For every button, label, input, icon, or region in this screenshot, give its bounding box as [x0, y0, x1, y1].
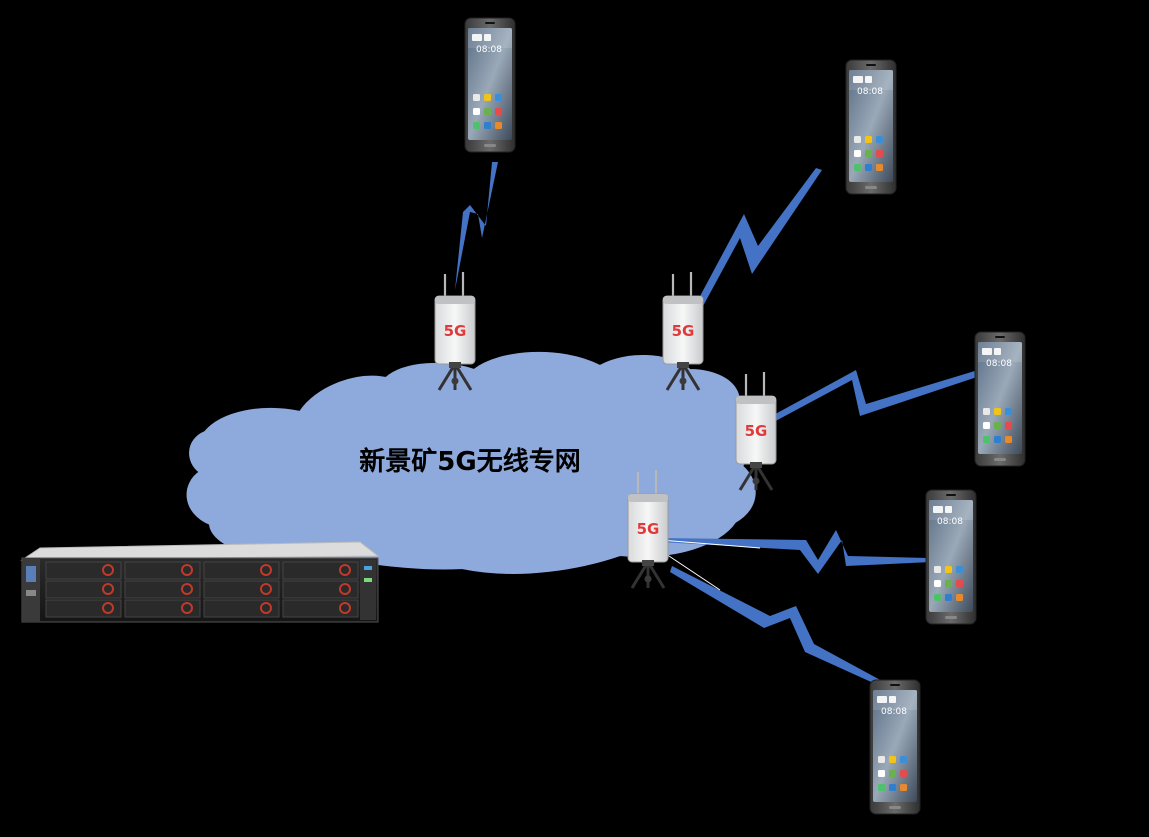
phone-2: 08:08	[845, 59, 897, 195]
base-station-badge: 5G	[672, 322, 695, 340]
base-station-2: 5G	[661, 270, 705, 392]
phone-5: 08:08	[869, 679, 921, 815]
phone-clock: 08:08	[857, 87, 883, 97]
cloud-shape	[186, 351, 756, 574]
phone-3: 08:08	[974, 331, 1026, 467]
svg-text:5G: 5G	[444, 322, 467, 340]
wireless-link-1	[455, 162, 498, 290]
base-station-badge: 5G	[444, 322, 467, 340]
wireless-links	[455, 162, 980, 686]
phone-4: 08:08	[925, 489, 977, 625]
network-title: 新景矿5G无线专网	[359, 446, 580, 477]
server-label: 中兴5G 通信服务器	[66, 632, 262, 658]
svg-text:5G: 5G	[745, 422, 768, 440]
phone-clock: 08:08	[937, 517, 963, 527]
phone-label-line1: 矿用5G	[992, 570, 1069, 596]
wireless-link-5	[670, 566, 884, 686]
base-station-1: 5G	[433, 270, 477, 392]
phone-labels: 矿用5G 智能手机 矿用5G 智能手机 矿用5G 智能手机 矿用5G 智能手机 …	[518, 62, 1122, 816]
base-station-4: 5G	[626, 468, 670, 590]
base-station-3: 5G	[734, 370, 778, 492]
phone-clock: 08:08	[986, 359, 1012, 369]
phone-label-line1: 矿用5G	[906, 98, 983, 124]
phone-clock: 08:08	[476, 45, 502, 55]
phone-label-line2: 智能手机	[1034, 401, 1122, 427]
phone-1: 08:08	[464, 17, 516, 153]
phone-label-line2: 智能手机	[988, 600, 1076, 626]
wireless-link-2	[684, 168, 822, 330]
phone-label-line2: 智能手机	[904, 128, 992, 154]
phone-label-line2: 智能手机	[518, 92, 606, 118]
phone-label-line1: 矿用5G	[936, 760, 1013, 786]
connector-lines	[659, 539, 761, 591]
phone-clock: 08:08	[881, 707, 907, 717]
svg-text:5G: 5G	[637, 520, 660, 538]
wireless-link-3	[768, 370, 980, 424]
phone-label-line2: 智能手机	[932, 790, 1020, 816]
wireless-link-4	[660, 530, 932, 574]
base-station-badge: 5G	[637, 520, 660, 538]
phone-label-line1: 矿用5G	[1036, 371, 1113, 397]
server	[20, 541, 380, 623]
svg-text:5G: 5G	[672, 322, 695, 340]
base-station-badge: 5G	[745, 422, 768, 440]
phone-label-line1: 矿用5G	[520, 62, 597, 88]
